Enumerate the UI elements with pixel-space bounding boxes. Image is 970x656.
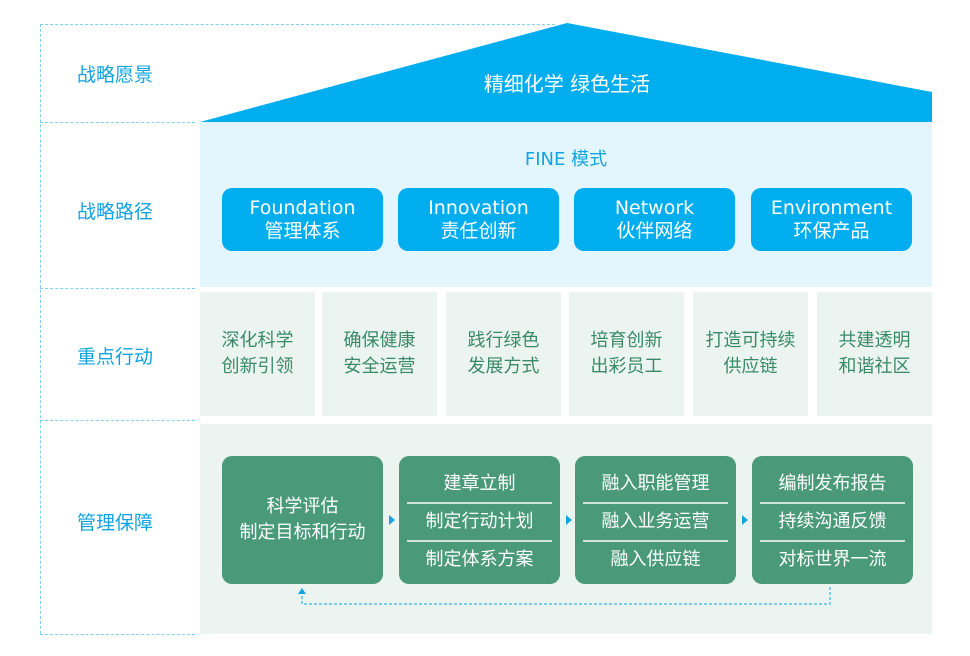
frame-line [40,24,41,634]
arrow-right-icon [389,515,395,525]
management-box-report: 编制发布报告持续沟通反馈对标世界一流 [752,456,913,584]
frame-line [40,24,555,25]
roof [200,23,932,122]
action-card: 打造可持续供应链 [693,292,808,416]
vision-text: 精细化学 绿色生活 [483,72,651,96]
action-card: 深化科学创新引领 [200,292,315,416]
frame-line [40,122,195,123]
row-label-actions: 重点行动 [76,346,153,368]
action-card: 共建透明和谐社区 [817,292,932,416]
path-title: FINE 模式 [524,149,608,170]
arrow-right-icon [566,515,572,525]
action-card: 培育创新出彩员工 [569,292,684,416]
frame-line [40,420,195,421]
action-card: 确保健康安全运营 [322,292,437,416]
feedback-loop-arrow [298,587,831,605]
management-box-assess: 科学评估制定目标和行动 [222,456,383,584]
frame-line [40,288,195,289]
frame-line [40,634,195,635]
row-label-management: 管理保障 [76,512,153,534]
action-card: 践行绿色发展方式 [446,292,561,416]
row-label-vision: 战略愿景 [76,64,153,86]
management-box-rules: 建章立制制定行动计划制定体系方案 [399,456,560,584]
row-label-path: 战略路径 [76,201,153,223]
management-box-integrate: 融入职能管理融入业务运营融入供应链 [575,456,736,584]
arrow-right-icon [742,515,748,525]
